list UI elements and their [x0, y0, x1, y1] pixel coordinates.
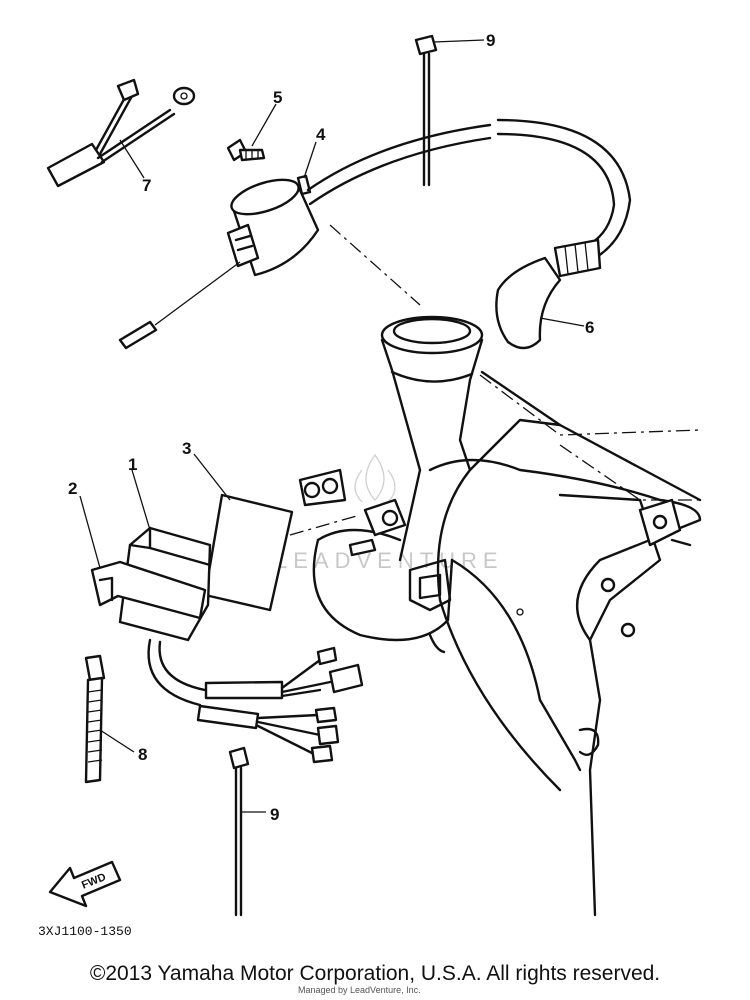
wire-lead: [46, 78, 196, 188]
cable-tie-top: [414, 34, 438, 187]
watermark: LEADVENTURE: [275, 453, 504, 573]
callout-3: 3: [182, 439, 191, 458]
ignition-coil: [118, 174, 320, 350]
callouts: 1 2 3 4 5 6 7 8 9 9: [68, 31, 594, 824]
svg-text:LEADVENTURE: LEADVENTURE: [275, 548, 504, 573]
callout-9-top: 9: [486, 31, 495, 50]
cable-tie-bottom: [228, 746, 250, 917]
band: [84, 654, 106, 784]
callout-7: 7: [142, 176, 151, 195]
credit-line: Managed by LeadVenture, Inc.: [298, 985, 421, 995]
copyright-notice: ©2013 Yamaha Motor Corporation, U.S.A. A…: [89, 962, 661, 985]
callout-8: 8: [138, 745, 147, 764]
cdi-unit: [90, 526, 364, 764]
callout-4: 4: [316, 125, 326, 144]
plug-cap-cable: [306, 118, 632, 350]
callout-2: 2: [68, 479, 77, 498]
bolt: [226, 138, 266, 162]
diagram-code: 3XJ1100-1350: [38, 924, 132, 939]
callout-6: 6: [585, 318, 594, 337]
leader-lines: [289, 224, 701, 536]
callout-9-bottom: 9: [270, 805, 279, 824]
plate: [203, 493, 294, 612]
callout-1: 1: [128, 455, 137, 474]
callout-5: 5: [273, 88, 282, 107]
fwd-arrow: FWD: [48, 860, 122, 908]
frame: [298, 315, 702, 917]
